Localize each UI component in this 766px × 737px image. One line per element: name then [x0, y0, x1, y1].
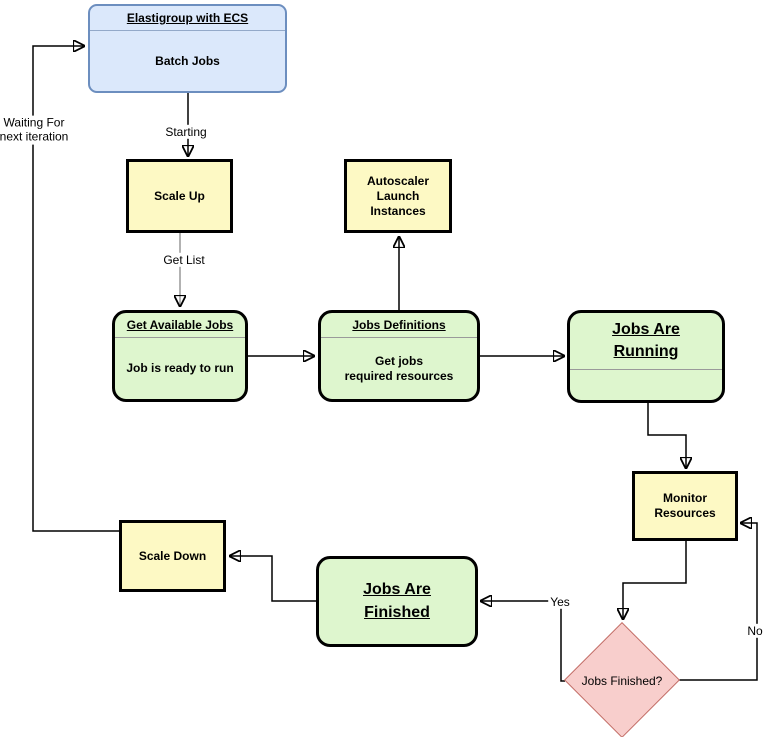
node-autoscaler-launch-instances: Autoscaler Launch Instances	[344, 159, 452, 233]
edge-decision-yes-to-finished	[481, 601, 565, 682]
node-scale-down: Scale Down	[119, 520, 226, 592]
edge-label-get-list: Get List	[161, 252, 207, 268]
edge-label-starting: Starting	[163, 124, 209, 140]
get-available-jobs-title: Get Available Jobs	[115, 313, 245, 338]
monitor-resources-label: Monitor Resources	[654, 491, 716, 520]
decision-jobs-finished-label: Jobs Finished?	[581, 674, 663, 688]
scale-down-label: Scale Down	[138, 548, 207, 563]
elastigroup-title: Elastigroup with ECS	[90, 6, 285, 31]
node-elastigroup-batch-jobs: Elastigroup with ECS Batch Jobs	[88, 4, 287, 93]
edge-label-no: No	[745, 623, 765, 639]
edge-decision-no-loop	[679, 523, 758, 681]
node-jobs-are-finished: Jobs Are Finished	[316, 556, 478, 647]
edge-scaledown-to-batchjobs	[32, 46, 120, 532]
edge-running-to-monitor	[647, 403, 686, 468]
node-scale-up: Scale Up	[126, 159, 233, 233]
edge-label-yes: Yes	[548, 594, 572, 610]
node-monitor-resources: Monitor Resources	[632, 471, 738, 541]
node-jobs-definitions: Jobs Definitions Get jobs required resou…	[318, 310, 480, 402]
node-jobs-are-running: Jobs Are Running	[567, 310, 725, 403]
node-get-available-jobs: Get Available Jobs Job is ready to run	[112, 310, 248, 402]
jobs-definitions-title: Jobs Definitions	[321, 313, 477, 338]
edge-label-waiting-for-next-iteration: Waiting For next iteration	[0, 115, 71, 145]
edge-finished-to-scaledown	[230, 556, 316, 602]
scale-up-label: Scale Up	[154, 188, 205, 203]
jobs-are-running-title: Jobs Are Running	[570, 313, 722, 370]
jobs-are-running-empty-section	[570, 370, 722, 400]
jobs-are-finished-title: Jobs Are Finished	[363, 581, 431, 621]
autoscaler-label: Autoscaler Launch Instances	[366, 173, 430, 218]
jobs-definitions-body: Get jobs required resources	[344, 353, 454, 383]
get-available-jobs-body: Job is ready to run	[126, 361, 234, 375]
elastigroup-body: Batch Jobs	[155, 53, 220, 68]
edge-monitor-to-decision	[623, 540, 687, 619]
